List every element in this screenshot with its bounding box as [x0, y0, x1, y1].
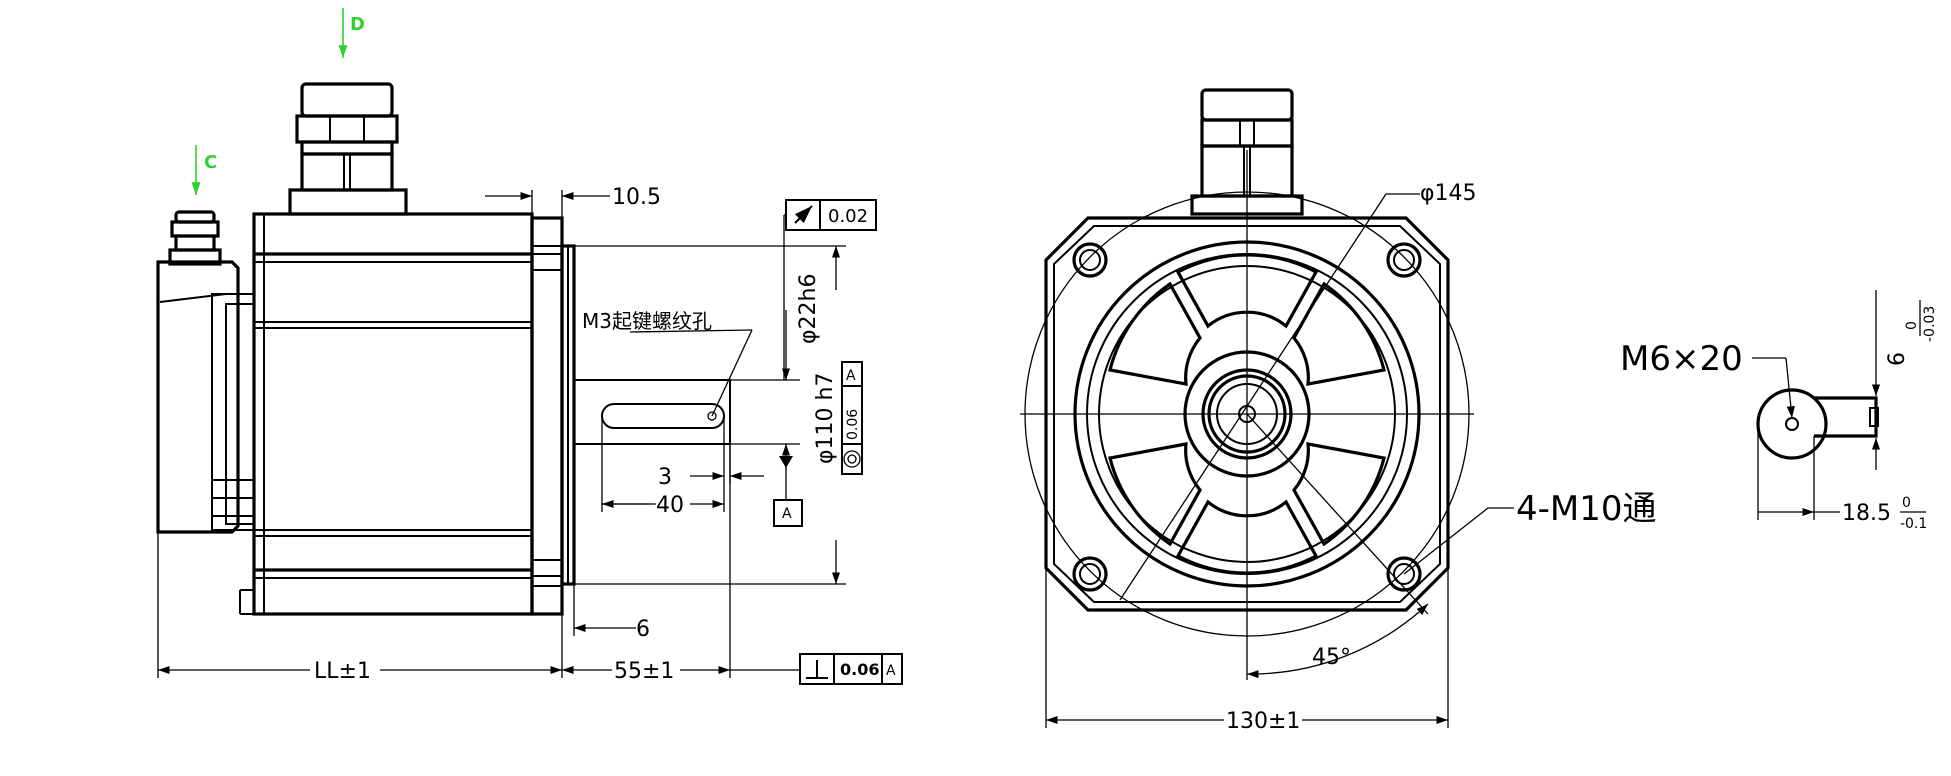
mount-holes-label: 4-M10通: [1516, 489, 1657, 529]
key-width-label: 6: [1885, 352, 1910, 366]
dim-bolt-angle: 45°: [1246, 413, 1429, 679]
spoke-windows: [1108, 253, 1386, 575]
mount-holes: [1072, 242, 1422, 592]
flange-thickness-label: 10.5: [612, 185, 661, 210]
key-height-tol-upper-label: 0: [1902, 495, 1911, 511]
shaft-length-label: 55±1: [614, 659, 674, 684]
body-length-label: LL±1: [314, 659, 371, 684]
shaft-diameter-label: φ22h6: [796, 274, 821, 344]
output-shaft: [574, 329, 753, 445]
concentricity-datum-label: A: [846, 368, 856, 384]
shaft-end-view: M6×20 6 0 -0.03 18.5 0 -0.1: [1620, 290, 1938, 532]
key-width-tol-upper-label: 0: [1904, 321, 1920, 330]
dim-bolt-circle: φ145: [1386, 181, 1477, 206]
datum-a: A: [773, 456, 803, 527]
perpendicular-frame: 0.06 A: [799, 653, 903, 685]
key-width-tol-lower-label: -0.03: [1922, 306, 1938, 342]
keyway-hole-label: M3起键螺纹孔: [582, 309, 712, 333]
rear-cover: [156, 260, 255, 534]
spigot-depth-label: 6: [636, 617, 650, 642]
dim-spigot-diameter: φ110 h7 A 0.06: [574, 245, 863, 585]
side-view: D C: [156, 8, 903, 685]
key-length-label: 40: [656, 493, 684, 518]
view-arrow-d: D: [338, 8, 365, 59]
dim-key-length: 40: [601, 416, 725, 518]
view-arrow-c: C: [191, 145, 217, 195]
perpendicular-datum-label: A: [886, 663, 896, 679]
view-c-label: C: [204, 152, 217, 173]
dim-flange-width: 130±1: [1045, 568, 1449, 734]
front-view: φ145 4-M10通 45° 130±1: [1020, 88, 1657, 734]
datum-a-label: A: [782, 506, 792, 522]
dim-mount-holes: 4-M10通: [1403, 489, 1657, 575]
encoder-connector: [168, 210, 222, 266]
keyway-hole-annotation: M3起键螺纹孔: [582, 309, 753, 333]
flange-width-label: 130±1: [1226, 709, 1300, 734]
concentricity-tolerance-label: 0.06: [845, 409, 861, 440]
key-height-label: 18.5: [1842, 501, 1891, 526]
runout-frame: 0.02: [783, 199, 877, 380]
bolt-circle-label: φ145: [1420, 181, 1477, 206]
dim-overall-lengths: LL±1 55±1: [157, 444, 800, 684]
bolt-angle-label: 45°: [1312, 645, 1351, 670]
key-height-tol-lower-label: -0.1: [1900, 516, 1927, 532]
center-thread-label: M6×20: [1620, 339, 1743, 379]
runout-tolerance-label: 0.02: [828, 206, 868, 227]
dim-spigot-depth: 6: [573, 584, 650, 642]
dim-key-height: 18.5 0 -0.1: [1757, 424, 1927, 532]
spigot-diameter-label: φ110 h7: [813, 373, 838, 464]
perpendicular-tolerance-label: 0.06: [840, 660, 879, 679]
dim-key-width: 6 0 -0.03: [1871, 290, 1938, 470]
dim-key-offset: 3: [658, 444, 764, 490]
dim-shaft-diameter: φ22h6: [730, 274, 821, 470]
key-offset-label: 3: [658, 465, 672, 490]
power-connector: [288, 82, 408, 216]
front-flange: [530, 216, 576, 616]
motor-body: [239, 212, 534, 616]
dim-center-thread: M6×20: [1620, 339, 1795, 419]
dim-10-5: 10.5: [485, 185, 661, 218]
view-d-label: D: [350, 14, 365, 35]
